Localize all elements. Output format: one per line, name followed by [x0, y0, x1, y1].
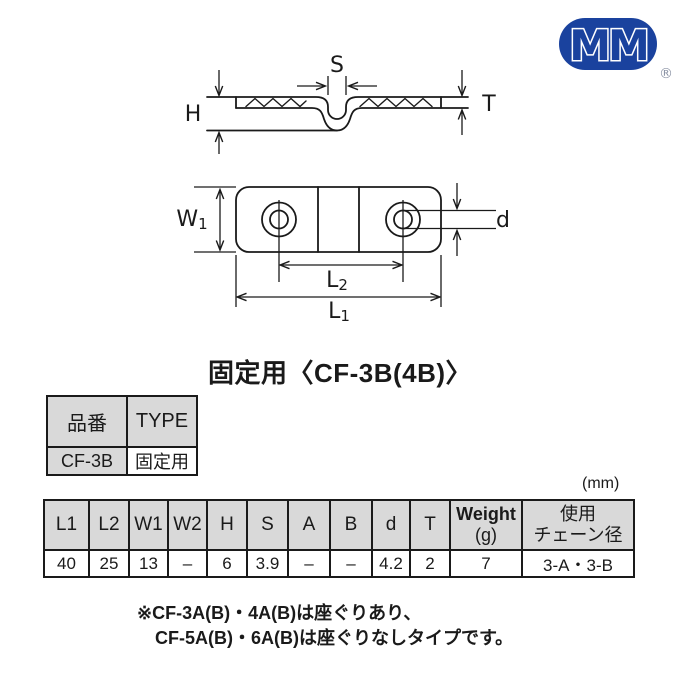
spec-header-d: d [371, 499, 411, 551]
spec-value-w2: – [167, 549, 208, 578]
dim-label-l2: L2 [326, 268, 348, 294]
side-top-profile [206, 96, 469, 120]
spec-header-w1: W1 [128, 499, 169, 551]
spec-value-chain: 3-A・3-B [521, 549, 635, 578]
product-table-header-row: 品番 TYPE [46, 395, 198, 448]
spec-header-weight: Weight (g) [449, 499, 523, 551]
footnotes: ※CF-3A(B)・4A(B)は座ぐりあり、 CF-5A(B)・6A(B)は座ぐ… [137, 601, 513, 651]
spec-header-h: H [206, 499, 248, 551]
mm-logo: MM ® [559, 18, 673, 82]
footnote-line-1: ※CF-3A(B)・4A(B)は座ぐりあり、 [137, 603, 422, 623]
spec-table-header-row: L1 L2 W1 W2 H S A B d T Weight (g) 使用 チェ… [43, 499, 635, 551]
spec-header-w2: W2 [167, 499, 208, 551]
spec-header-l1: L1 [43, 499, 90, 551]
side-view-dimensions [219, 70, 462, 154]
spec-table-data-row: 40 25 13 – 6 3.9 – – 4.2 2 7 3-A・3-B [43, 549, 635, 578]
spec-value-l2: 25 [88, 549, 130, 578]
dim-label-s: S [330, 53, 344, 78]
spec-table: L1 L2 W1 W2 H S A B d T Weight (g) 使用 チェ… [43, 499, 635, 578]
dim-label-d: d [496, 208, 510, 233]
product-table-data-row: CF-3B 固定用 [46, 446, 198, 476]
spec-value-l1: 40 [43, 549, 90, 578]
dim-label-t: T [481, 92, 496, 117]
product-title: 固定用〈CF-3B(4B)〉 [207, 358, 473, 388]
product-header-hinban: 品番 [46, 395, 128, 448]
dim-label-l1: L1 [328, 299, 350, 325]
registered-mark: ® [659, 66, 673, 82]
spec-value-s: 3.9 [246, 549, 289, 578]
spec-header-chain: 使用 チェーン径 [521, 499, 635, 551]
spec-header-s: S [246, 499, 289, 551]
spec-header-a: A [287, 499, 331, 551]
logo-oval [559, 18, 657, 70]
spec-value-d: 4.2 [371, 549, 411, 578]
top-view [235, 186, 442, 253]
dim-label-w1: W1 [176, 207, 207, 233]
section-hatching [245, 97, 433, 108]
product-header-type: TYPE [126, 395, 198, 448]
spec-value-h: 6 [206, 549, 248, 578]
side-bottom-profile [235, 107, 469, 132]
spec-header-t: T [409, 499, 451, 551]
unit-label: (mm) [582, 475, 620, 492]
logo-text: MM [569, 21, 647, 70]
spec-value-t: 2 [409, 549, 451, 578]
spec-value-a: – [287, 549, 331, 578]
side-view [206, 96, 469, 132]
product-code-cell: CF-3B [46, 446, 128, 476]
footnote-line-2: CF-5A(B)・6A(B)は座ぐりなしタイプです。 [155, 628, 514, 648]
spec-value-weight: 7 [449, 549, 523, 578]
spec-header-b: B [329, 499, 373, 551]
technical-drawing: S H T W1 d [176, 18, 673, 325]
plate-outline [235, 186, 442, 253]
top-view-dimensions [194, 183, 496, 307]
spec-value-b: – [329, 549, 373, 578]
spec-header-l2: L2 [88, 499, 130, 551]
dim-label-h: H [185, 102, 202, 127]
product-table: 品番 TYPE CF-3B 固定用 [46, 395, 198, 476]
spec-value-w1: 13 [128, 549, 169, 578]
product-type-cell: 固定用 [126, 446, 198, 476]
